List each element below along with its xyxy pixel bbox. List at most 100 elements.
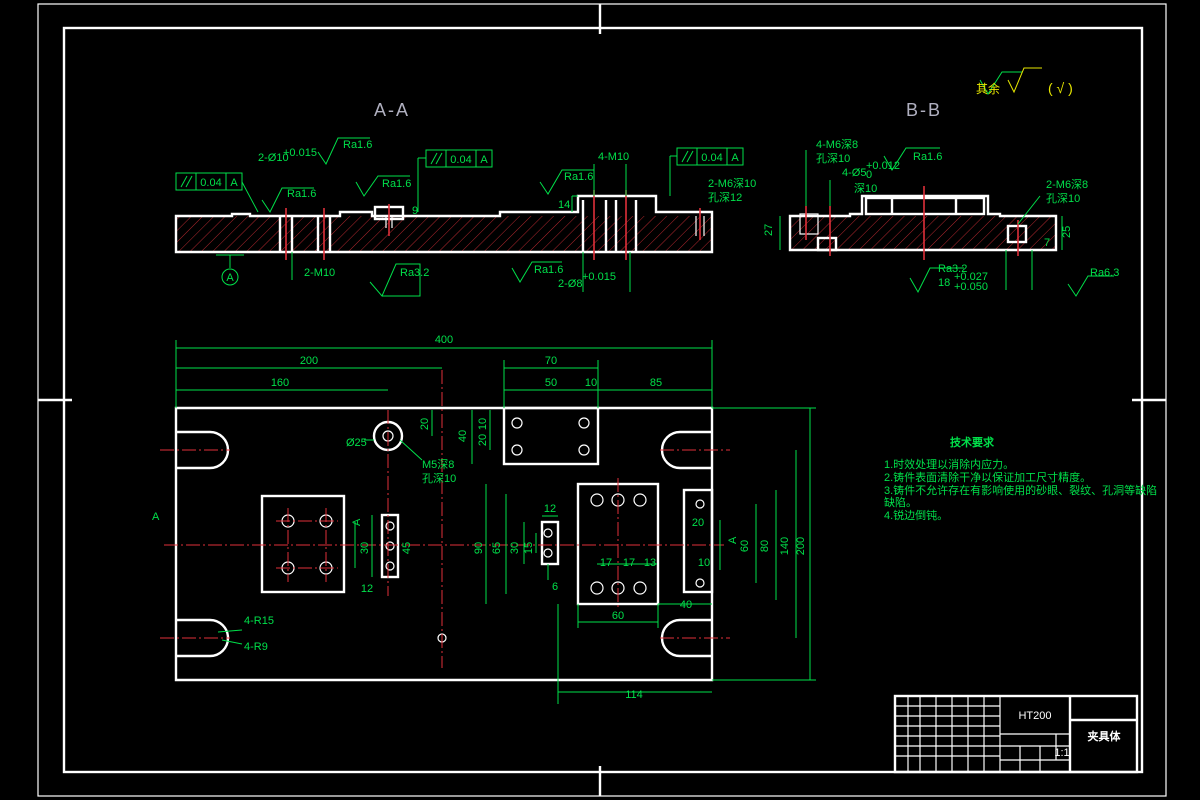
gdt-frame-2: 0.04 A <box>425 149 493 168</box>
svg-text:Ra1.6: Ra1.6 <box>534 264 563 276</box>
svg-text:+0.015: +0.015 <box>283 147 317 159</box>
svg-text:50: 50 <box>545 377 557 389</box>
svg-text:2-Ø8: 2-Ø8 <box>558 278 582 290</box>
svg-text:4-R15: 4-R15 <box>244 615 274 627</box>
svg-text:20: 20 <box>692 517 704 529</box>
part-name-label: 夹具体 <box>1088 729 1122 743</box>
svg-text:Ra6.3: Ra6.3 <box>1090 267 1119 279</box>
svg-text:13: 13 <box>644 557 656 569</box>
svg-text:A: A <box>351 518 363 526</box>
plan-dimension-text: 400 200 160 70 50 10 85 10 20 40 20 Ø25 … <box>152 334 807 701</box>
svg-text:90: 90 <box>473 542 485 554</box>
svg-text:65: 65 <box>491 542 503 554</box>
inner-frame <box>62 26 1144 774</box>
svg-text:10: 10 <box>477 418 489 430</box>
svg-text:400: 400 <box>435 334 453 346</box>
svg-text:25: 25 <box>1061 226 1073 238</box>
svg-text:孔深10: 孔深10 <box>422 472 456 485</box>
svg-text:20: 20 <box>477 434 489 446</box>
plan-dimension-lines <box>175 340 816 704</box>
svg-text:140: 140 <box>779 537 791 555</box>
aa-leader-lines <box>291 164 631 292</box>
section-bb-centerlines <box>805 186 1019 260</box>
svg-text:孔深12: 孔深12 <box>708 191 742 204</box>
svg-text:9: 9 <box>412 205 418 217</box>
plan-view-holes <box>281 417 705 643</box>
svg-text:40: 40 <box>457 430 469 442</box>
svg-text:12: 12 <box>544 503 556 515</box>
svg-text:0.04: 0.04 <box>450 154 471 166</box>
material-label: HT200 <box>1018 710 1051 722</box>
svg-text:4-R9: 4-R9 <box>244 641 268 653</box>
svg-text:17: 17 <box>600 557 612 569</box>
tech-req-item: 缺陷。 <box>884 495 917 509</box>
svg-text:2-Ø10: 2-Ø10 <box>258 152 289 164</box>
svg-text:0.04: 0.04 <box>200 177 221 189</box>
svg-text:60: 60 <box>739 540 751 552</box>
svg-text:孔深10: 孔深10 <box>1046 192 1080 205</box>
svg-text:10: 10 <box>698 557 710 569</box>
svg-text:+0.050: +0.050 <box>954 281 988 293</box>
tech-req-item: 2.铸件表面清除干净以保证加工尺寸精度。 <box>884 470 1091 484</box>
svg-text:Ra3.2: Ra3.2 <box>400 267 429 279</box>
section-bb-body <box>788 194 1058 252</box>
svg-text:Ra3.2: Ra3.2 <box>938 263 967 275</box>
svg-text:A: A <box>480 154 488 166</box>
svg-text:114: 114 <box>625 689 643 701</box>
svg-text:+0.015: +0.015 <box>582 271 616 283</box>
svg-text:45: 45 <box>401 542 413 554</box>
svg-text:+0.027: +0.027 <box>954 271 988 283</box>
section-aa-body <box>174 194 714 254</box>
tech-req-item: 3.铸件不允许存在有影响使用的砂眼、裂纹、孔洞等缺陷 <box>884 483 1157 497</box>
svg-text:17: 17 <box>623 557 635 569</box>
tech-req-title: 技术要求 <box>950 435 995 449</box>
svg-text:Ra1.6: Ra1.6 <box>287 188 316 200</box>
svg-text:200: 200 <box>795 537 807 555</box>
svg-text:2-M6深10: 2-M6深10 <box>708 177 756 190</box>
gdt-frame-3: 0.04 A <box>676 147 744 166</box>
outer-border <box>37 3 1167 797</box>
svg-text:4-Ø5: 4-Ø5 <box>842 167 866 179</box>
svg-text:18: 18 <box>938 277 950 289</box>
svg-text:4-M10: 4-M10 <box>598 151 629 163</box>
bb-leader-lines <box>779 150 1063 290</box>
svg-text:Ø25: Ø25 <box>346 437 367 449</box>
svg-text:12: 12 <box>361 583 373 595</box>
svg-text:200: 200 <box>300 355 318 367</box>
svg-text:80: 80 <box>759 540 771 552</box>
svg-text:2-M6深8: 2-M6深8 <box>1046 178 1088 191</box>
svg-text:Ra1.6: Ra1.6 <box>913 151 942 163</box>
svg-text:85: 85 <box>650 377 662 389</box>
plan-view-centerlines <box>160 370 730 668</box>
svg-text:70: 70 <box>545 355 557 367</box>
tech-req-item: 1.时效处理以消除内应力。 <box>884 457 1014 471</box>
svg-text:M5深8: M5深8 <box>422 458 454 471</box>
roughness-symbols-aa <box>261 137 594 297</box>
svg-text:2-M10: 2-M10 <box>304 267 335 279</box>
gdt-leaders <box>241 155 677 213</box>
svg-text:160: 160 <box>271 377 289 389</box>
svg-text:( √ ): ( √ ) <box>1048 80 1073 96</box>
plan-view-outline <box>174 406 714 682</box>
technical-requirements: 技术要求 1.时效处理以消除内应力。 2.铸件表面清除干净以保证加工尺寸精度。 … <box>884 435 1157 522</box>
tech-req-item: 4.锐边倒钝。 <box>884 508 948 522</box>
svg-text:其余: 其余 <box>976 81 1000 96</box>
gdt-frame-1: 0.04 A <box>175 172 243 191</box>
svg-text:30: 30 <box>509 542 521 554</box>
section-title-bb: B-B <box>906 100 942 120</box>
svg-text:10: 10 <box>585 377 597 389</box>
section-title-aa: A-A <box>374 100 410 120</box>
svg-text:A: A <box>152 511 160 523</box>
svg-text:深10: 深10 <box>854 182 877 195</box>
svg-text:14: 14 <box>558 199 570 211</box>
surface-note: 其余 ( √ ) <box>976 67 1073 96</box>
roughness-symbols-bb <box>883 71 1114 297</box>
svg-text:6: 6 <box>552 581 558 593</box>
svg-text:Ra1.6: Ra1.6 <box>564 171 593 183</box>
svg-text:15: 15 <box>523 542 535 554</box>
svg-text:7: 7 <box>1044 237 1050 249</box>
svg-text:40: 40 <box>680 599 692 611</box>
svg-text:30: 30 <box>359 542 371 554</box>
scale-label: 1:1 <box>1054 747 1069 759</box>
